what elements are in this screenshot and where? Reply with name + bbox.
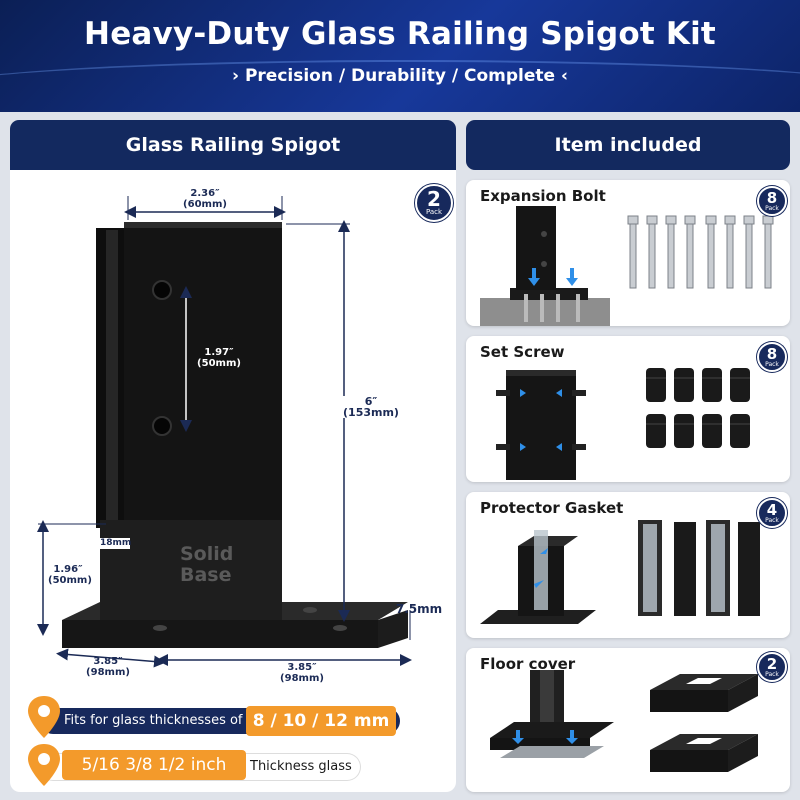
expansion-bolt-pack-badge: 8 Pack	[757, 186, 787, 216]
item-card-expansion-bolt: Expansion Bolt 8 Pack	[466, 180, 790, 326]
solid-base-line-1: Solid	[180, 543, 234, 565]
dim-top-width: 2.36″ (60mm)	[170, 188, 240, 210]
dim-plate-depth: 3.85″ (98mm)	[86, 656, 130, 678]
gasket-pack-badge: 4 Pack	[757, 498, 787, 528]
item-name: Floor cover	[480, 655, 576, 673]
spigot-pack-label: Pack	[425, 208, 443, 216]
dim-hole-spacing-in: 1.97″	[204, 347, 234, 358]
item-name: Set Screw	[480, 343, 565, 361]
header-banner: Heavy-Duty Glass Railing Spigot Kit › Pr…	[0, 0, 800, 112]
banner-shine	[0, 60, 800, 112]
gasket-install-image	[480, 530, 596, 624]
dim-height-in: 6″	[364, 395, 378, 408]
solid-base-line-2: Base	[180, 564, 232, 586]
dim-plate-width-in: 3.85″	[287, 662, 317, 673]
pack-count: 8	[766, 189, 778, 207]
dim-base-height-in: 1.96″	[53, 564, 83, 575]
dim-plate-depth-in: 3.85″	[93, 656, 123, 667]
item-name: Expansion Bolt	[480, 187, 606, 205]
page-title: Heavy-Duty Glass Railing Spigot Kit	[84, 16, 716, 52]
spigot-pack-count: 2	[427, 187, 441, 211]
item-name: Protector Gasket	[480, 499, 624, 517]
set-screw-install-image	[496, 370, 586, 480]
expansion-bolts-image	[627, 215, 774, 289]
pack-count: 2	[766, 655, 778, 673]
dim-plate-width-mm: (98mm)	[280, 673, 324, 684]
dim-plate-depth-mm: (98mm)	[86, 667, 130, 678]
gaskets-image	[638, 520, 760, 616]
floor-cover-install-image	[490, 670, 614, 758]
items-panel-title: Item included	[466, 120, 790, 170]
dim-plate-thickness: 7.5mm	[395, 602, 443, 616]
inch-values: 5/16 3/8 1/2 inch	[62, 750, 246, 780]
solid-base-label: Solid Base	[180, 544, 233, 586]
spigot-panel-title: Glass Railing Spigot	[10, 120, 456, 170]
spigot-pack-badge: 2 Pack	[415, 184, 453, 222]
spigot-body	[124, 222, 282, 522]
dim-base-height: 1.96″ (50mm)	[48, 564, 92, 586]
dim-plate-width: 3.85″ (98mm)	[278, 662, 326, 684]
item-card-protector-gasket: Protector Gasket 4 Pack	[466, 492, 790, 638]
dim-slot: 18mm	[100, 538, 132, 549]
pack-count: 8	[766, 345, 778, 363]
dim-base-height-mm: (50mm)	[48, 575, 92, 586]
dim-hole-spacing-mm: (50mm)	[197, 358, 241, 369]
thickness-label: Thickness glass	[250, 759, 352, 774]
set-screw-pack-badge: 8 Pack	[757, 342, 787, 372]
dim-height-mm: (153mm)	[343, 406, 399, 419]
pack-label: Pack	[765, 517, 779, 524]
item-card-set-screw: Set Screw 8 Pack	[466, 336, 790, 482]
floor-cover-pack-badge: 2 Pack	[757, 652, 787, 682]
item-card-floor-cover: Floor cover 2 Pack	[466, 648, 790, 792]
dim-top-width-in: 2.36″	[190, 188, 220, 199]
pack-label: Pack	[765, 671, 779, 678]
location-pin-icon	[28, 744, 60, 786]
spigot-solid-base	[100, 520, 282, 620]
pack-label: Pack	[765, 361, 779, 368]
fit-text: Fits for glass thicknesses of	[64, 713, 243, 728]
dim-top-width-mm: (60mm)	[183, 199, 227, 210]
spigot-diagram	[37, 196, 412, 668]
pack-label: Pack	[765, 205, 779, 212]
expansion-bolt-install-image	[480, 206, 610, 326]
mm-values: 8 / 10 / 12 mm	[246, 706, 396, 736]
pack-count: 4	[766, 501, 778, 519]
dim-height: 6″ (153mm)	[340, 396, 402, 418]
set-screws-image	[646, 368, 750, 448]
location-pin-icon	[28, 696, 60, 738]
dim-hole-spacing: 1.97″ (50mm)	[192, 347, 246, 369]
page-subtitle: › Precision / Durability / Complete ‹	[232, 66, 568, 86]
floor-covers-image	[650, 674, 758, 772]
